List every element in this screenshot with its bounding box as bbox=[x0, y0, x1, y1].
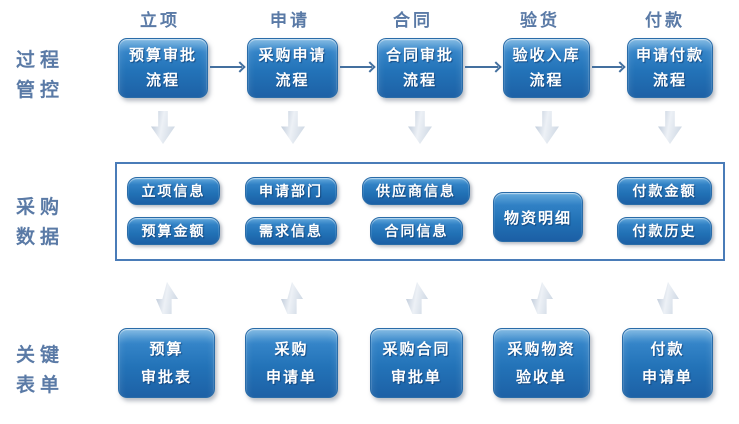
flow-arrow-icon bbox=[340, 61, 376, 73]
stage-label-contract: 合同 bbox=[393, 11, 433, 31]
process-box-purchase-request: 采购申请 流程 bbox=[247, 38, 338, 98]
form-box-line: 采购合同 bbox=[382, 340, 451, 358]
process-box-line: 验收入库 bbox=[512, 46, 581, 64]
side-label-line: 采购 bbox=[16, 196, 65, 218]
data-item-project-info: 立项信息 bbox=[127, 177, 220, 205]
down-arrow-icon bbox=[281, 111, 305, 144]
process-box-line: 申请付款 bbox=[635, 46, 704, 64]
form-box-line: 审批单 bbox=[390, 368, 442, 386]
stage-label-inspection: 验货 bbox=[520, 11, 560, 31]
down-arrow-icon bbox=[408, 111, 432, 144]
data-item-demand-info: 需求信息 bbox=[245, 217, 337, 245]
process-box-line: 流程 bbox=[275, 71, 310, 89]
up-arrow-icon bbox=[657, 282, 679, 314]
process-box-line: 流程 bbox=[529, 71, 564, 89]
process-box-line: 合同审批 bbox=[385, 46, 454, 64]
process-box-line: 预算审批 bbox=[128, 46, 197, 64]
form-box-line: 付款 bbox=[650, 340, 685, 358]
stage-label-request: 申请 bbox=[270, 11, 310, 31]
up-arrow-icon bbox=[281, 282, 303, 314]
up-arrow-icon bbox=[156, 282, 178, 314]
process-box-contract-approval: 合同审批 流程 bbox=[377, 38, 463, 98]
stage-label-payment: 付款 bbox=[645, 11, 685, 31]
form-box-material-acceptance-form: 采购物资 验收单 bbox=[493, 328, 590, 398]
up-arrow-icon bbox=[531, 282, 553, 314]
side-label-line: 数据 bbox=[16, 226, 65, 248]
form-box-line: 采购物资 bbox=[507, 340, 576, 358]
stage-label-initiation: 立项 bbox=[140, 11, 180, 31]
side-label-process-control: 过程 管控 bbox=[16, 45, 102, 105]
data-item-material-detail: 物资明细 bbox=[493, 192, 583, 242]
form-box-line: 验收单 bbox=[515, 368, 567, 386]
flow-arrow-icon bbox=[465, 61, 502, 73]
up-arrow-icon bbox=[406, 282, 428, 314]
form-box-line: 审批表 bbox=[140, 368, 192, 386]
process-box-receiving-warehousing: 验收入库 流程 bbox=[503, 38, 590, 98]
form-box-budget-approval-form: 预算 审批表 bbox=[118, 328, 215, 398]
side-label-line: 管控 bbox=[16, 79, 65, 101]
side-label-line: 表单 bbox=[16, 374, 65, 396]
form-box-contract-approval-form: 采购合同 审批单 bbox=[370, 328, 463, 398]
down-arrow-icon bbox=[151, 111, 175, 144]
data-item-payment-amount: 付款金额 bbox=[617, 177, 712, 205]
flow-arrow-icon bbox=[592, 61, 626, 73]
flow-arrow-icon bbox=[210, 61, 246, 73]
form-box-line: 申请单 bbox=[265, 368, 317, 386]
data-item-budget-amount: 预算金额 bbox=[127, 217, 220, 245]
process-box-line: 流程 bbox=[652, 71, 687, 89]
process-box-line: 采购申请 bbox=[258, 46, 327, 64]
form-box-line: 申请单 bbox=[641, 368, 693, 386]
process-box-line: 流程 bbox=[145, 71, 180, 89]
process-box-budget-approval: 预算审批 流程 bbox=[118, 38, 208, 98]
down-arrow-icon bbox=[535, 111, 559, 144]
form-box-line: 采购 bbox=[274, 340, 309, 358]
data-item-supplier-info: 供应商信息 bbox=[362, 177, 470, 205]
form-box-payment-request-form: 付款 申请单 bbox=[622, 328, 713, 398]
side-label-line: 关键 bbox=[16, 344, 65, 366]
process-box-payment-request: 申请付款 流程 bbox=[627, 38, 713, 98]
down-arrow-icon bbox=[658, 111, 682, 144]
data-item-contract-info: 合同信息 bbox=[370, 217, 463, 245]
process-box-line: 流程 bbox=[402, 71, 437, 89]
form-box-line: 预算 bbox=[149, 340, 184, 358]
form-box-purchase-request-form: 采购 申请单 bbox=[245, 328, 338, 398]
data-item-payment-history: 付款历史 bbox=[617, 217, 712, 245]
side-label-procurement-data: 采购 数据 bbox=[16, 192, 102, 252]
data-item-requesting-department: 申请部门 bbox=[245, 177, 337, 205]
side-label-key-forms: 关键 表单 bbox=[16, 340, 102, 400]
side-label-line: 过程 bbox=[16, 49, 65, 71]
